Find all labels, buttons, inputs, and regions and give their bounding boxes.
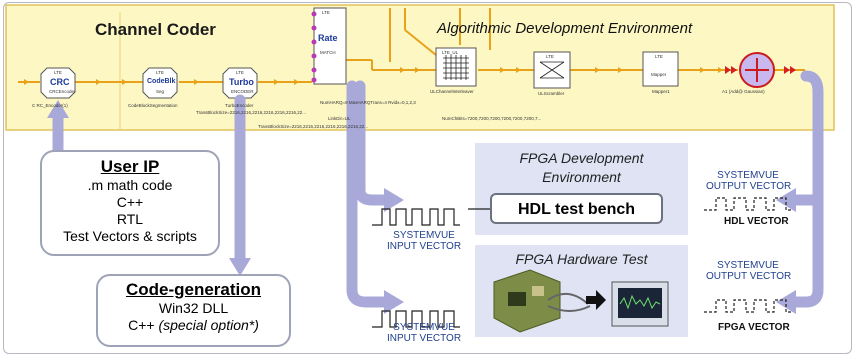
hw-arrow-icon [586,290,606,310]
code-generation-box: Code-generation Win32 DLL C++ (special o… [96,274,291,347]
plus-icon [745,58,769,82]
input-waveform-top [372,208,460,226]
output-vector-label-bottom: SYSTEMVUE OUTPUT VECTOR [706,260,792,282]
param-trace: NumChBits=7200,7200,7200,7200,7200,7200,… [442,116,542,121]
user-ip-line: RTL [116,211,144,227]
input-vector-line1: SYSTEMVUE [393,230,455,241]
turbo-tag: LTE [236,70,244,75]
turbo-sub: ENCODER [231,89,254,94]
fpga-dev-title: FPGA Development Environment [475,149,688,187]
output-vector-line2: OUTPUT VECTOR [706,181,792,192]
rate-ports [311,11,317,83]
param-trace: LinkDir=UL [328,116,351,121]
input-vector-label-bottom: SYSTEMVUE INPUT VECTOR [382,322,466,344]
mapper-tag: LTE [655,54,663,59]
fpga-vector-label: FPGA VECTOR [718,322,790,333]
interleaver-grid-icon [443,55,469,80]
output-waveform-top [704,197,792,211]
rate-sub: MATCH [320,50,336,55]
user-ip-line: .m math code [87,177,173,193]
mapper-caption: Mapper1 [652,89,670,94]
flow-arrows [52,70,824,308]
param-trace: TransBlockSize=2216,2216,2216,2216,2216,… [196,110,307,115]
fpga-board-photo [493,269,591,333]
input-vector-line2: INPUT VECTOR [386,333,462,344]
param-trace: TransBlockSize=2216,2216,2216,2216,2216,… [258,124,369,129]
code-generation-line: Win32 DLL [158,300,229,316]
adder-caption: A1 (Add@ Gaussian) [722,89,765,94]
crc-sub: CRCEncoder [49,89,76,94]
codeblk-caption: CodeBlockSegmentation [128,103,178,108]
fpga-dev-title-line2: Environment [542,169,621,185]
crc-caption: C RC_Encoder(1) [32,103,68,108]
rate-name: Rate [318,33,338,43]
input-vector-line2: INPUT VECTOR [386,241,462,252]
input-vector-label-top: SYSTEMVUE INPUT VECTOR [382,230,466,252]
schematic-panel [5,4,835,131]
turbo-block[interactable] [222,67,258,99]
wire-chevrons [24,67,723,85]
code-generation-title: Code-generation [125,280,262,299]
crc-block[interactable] [40,67,76,99]
algorithmic-env-title: Algorithmic Development Environment [437,20,693,37]
input-vector-line1: SYSTEMVUE [393,322,455,333]
scrambler-caption: ULScrambler [538,91,565,96]
codeblk-name: CodeBlk [147,78,176,85]
channel-coder-title: Channel Coder [95,20,216,39]
special-option-label: (special option*) [158,317,259,333]
param-trace: NumHARQ=8 MaxHARQTrans=4 Rvidx=0,1,2,3 [320,100,416,105]
diagram-frame [3,2,852,354]
scrambler-tag: LTE [546,54,554,59]
codeblk-tag: LTE [156,70,164,75]
input-waveform-bottom [372,310,460,328]
scrambler-cross-icon [539,61,565,79]
fpga-dev-title-line1: FPGA Development [519,150,644,166]
output-vector-line1: SYSTEMVUE [717,260,779,271]
codeblk-sub: Seg [156,89,165,94]
hdl-vector-label: HDL VECTOR [724,216,789,227]
mapper-block[interactable] [642,51,679,87]
crc-tag: LTE [54,70,62,75]
mapper-name: Mapper [651,72,667,77]
monitor-screenshot [611,281,669,327]
rate-block[interactable] [313,7,347,85]
fpga-hw-title: FPGA Hardware Test [515,251,648,267]
cpp-label: C++ [128,317,159,333]
user-ip-title: User IP [100,157,160,176]
output-waveform-bottom [704,299,792,313]
interleaver-caption: ULChannelInterleaver [430,89,474,94]
user-ip-box: User IP .m math code C++ RTL Test Vector… [40,150,220,256]
output-vector-label-top: SYSTEMVUE OUTPUT VECTOR [706,170,792,192]
turbo-caption: TurboEncoder [225,103,254,108]
output-vector-line2: OUTPUT VECTOR [706,271,792,282]
codeblk-block[interactable] [142,67,178,99]
interleaver-tag: LTE_UL [442,50,459,55]
turbo-name: Turbo [229,77,254,87]
adder-input-chevrons [725,66,796,74]
hdl-test-bench: HDL test bench [490,193,663,224]
user-ip-line: C++ [116,194,144,210]
code-generation-line: C++ (special option*) [98,317,289,334]
output-vector-line1: SYSTEMVUE [717,170,779,181]
rate-tag: LTE [322,10,330,15]
user-ip-line: Test Vectors & scripts [63,228,197,244]
crc-name: CRC [50,77,70,87]
